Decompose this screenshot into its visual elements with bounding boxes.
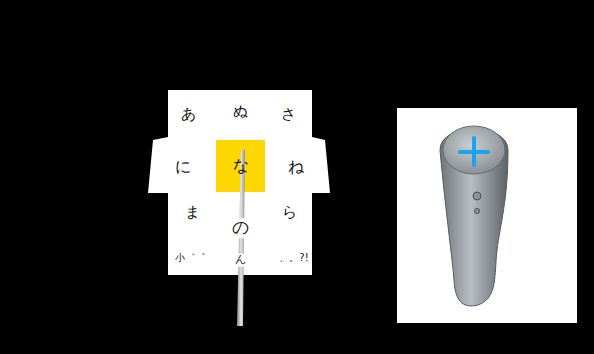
key-label: ね (286, 158, 306, 176)
controller-button (475, 209, 480, 214)
key-label: ん (233, 254, 248, 267)
key-label: ぬ (231, 103, 250, 120)
direction-cross (460, 138, 488, 165)
controller-panel (397, 108, 577, 323)
key-label: に (173, 158, 193, 176)
key-label: あ (179, 106, 198, 123)
key-label: 、。?! (277, 252, 310, 264)
key-label: の (230, 218, 251, 238)
key-label: 小゛゜ (173, 252, 207, 264)
key-label: ま (183, 204, 202, 221)
pointer-ray (237, 150, 245, 326)
key-label: さ (279, 106, 298, 123)
key-label: ら (280, 204, 299, 221)
controller-button (473, 192, 481, 200)
touchpad (443, 126, 505, 174)
key-label: な (231, 157, 251, 175)
